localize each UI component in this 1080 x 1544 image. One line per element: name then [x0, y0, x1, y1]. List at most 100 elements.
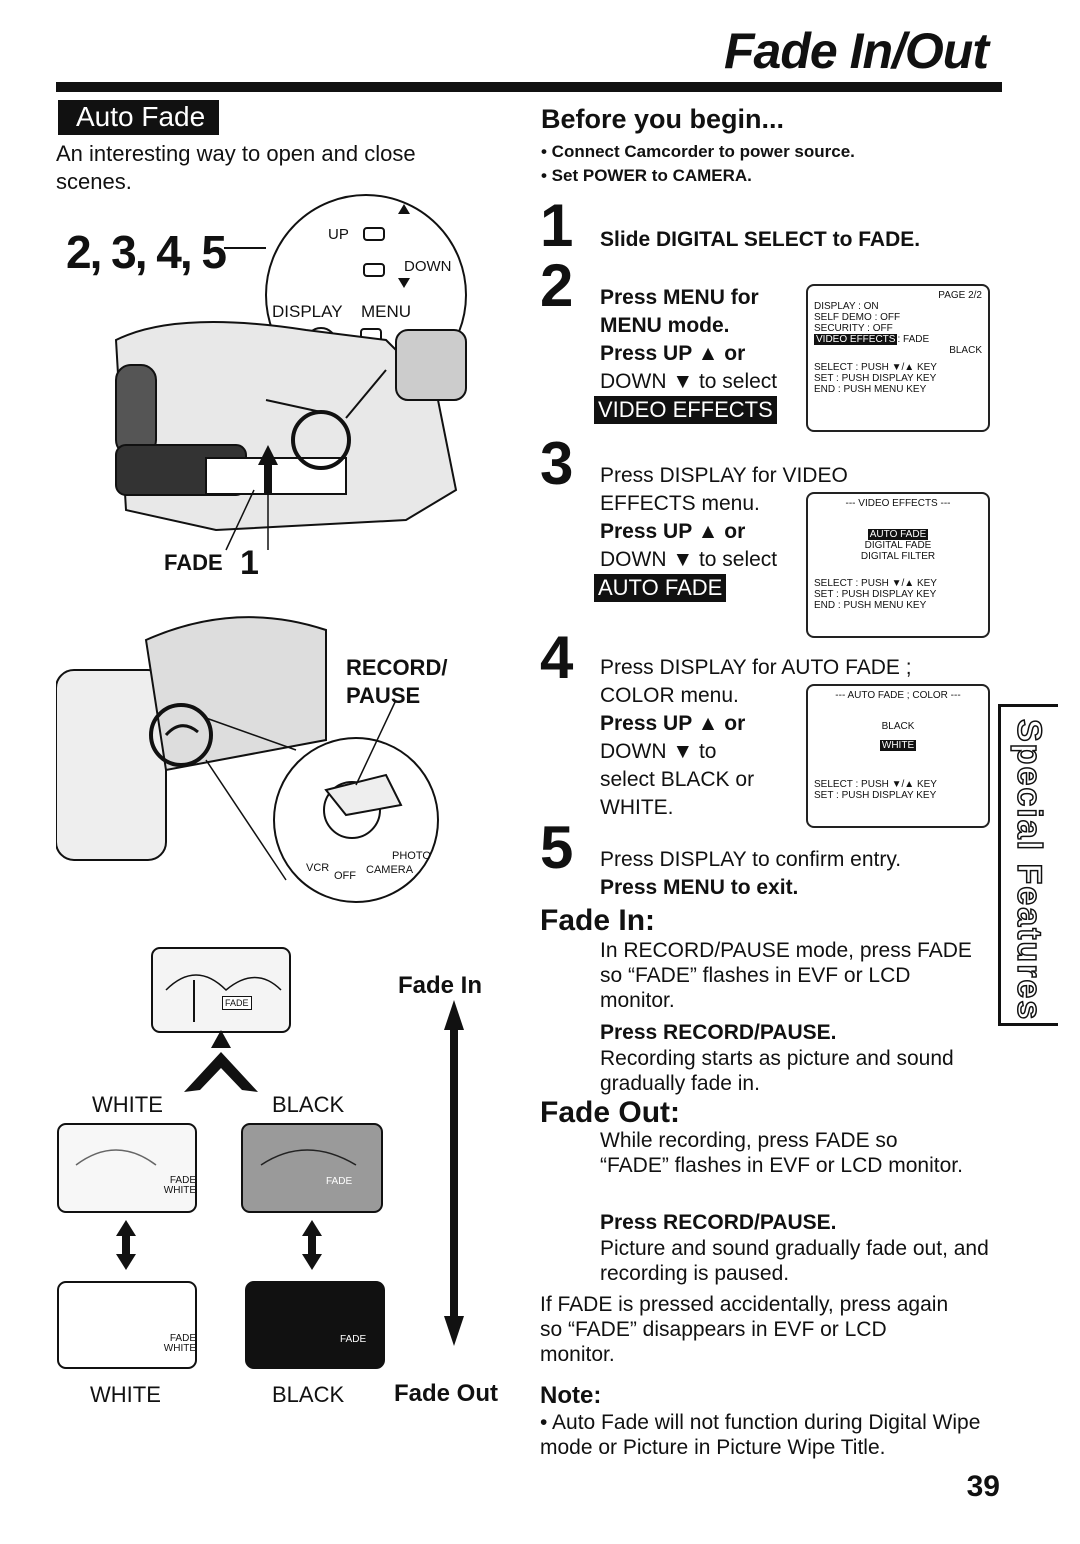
menu-screen: PAGE 2/2 DISPLAY : ON SELF DEMO : OFF SE… [806, 284, 990, 432]
menu-footer-3: END : PUSH MENU KEY [814, 384, 927, 395]
fade-in-step-1: In RECORD/PAUSE mode, press FADE so “FAD… [600, 939, 972, 1012]
step-2-number: 2 [540, 252, 574, 319]
effects-item-3: DIGITAL FILTER [860, 551, 936, 562]
step-5-text-b: Press MENU to exit. [600, 876, 799, 899]
menu-footer-2: SET : PUSH DISPLAY KEY [814, 373, 937, 384]
step-3-text-c: DOWN ▼ to select [600, 548, 778, 571]
fade-white-tag-a: FADE WHITE [163, 1175, 196, 1196]
black-label-bottom: BLACK [272, 1382, 345, 1407]
effects-footer-3: END : PUSH MENU KEY [814, 600, 927, 611]
header-rule [56, 82, 1002, 92]
color-screen: --- AUTO FADE ; COLOR --- BLACK WHITE SE… [806, 684, 990, 828]
step-2-highlight: VIDEO EFFECTS [594, 396, 777, 424]
color-item-1: BLACK [881, 721, 915, 732]
step-4-text-c: DOWN ▼ to [600, 740, 717, 763]
before-item-1: • Connect Camcorder to power source. [541, 142, 855, 161]
fade-label: FADE [164, 550, 223, 575]
record-pause-callout [149, 703, 213, 767]
menu-line-3: SECURITY : OFF [814, 323, 893, 334]
fade-out-heading: Fade Out: [540, 1096, 680, 1129]
step-1-text: Slide DIGITAL SELECT to FADE. [600, 228, 921, 251]
display-label: DISPLAY [272, 302, 343, 321]
camcorder-side-illustration [56, 616, 439, 903]
up-label: UP [328, 226, 349, 243]
scene-black-frame [241, 1123, 383, 1213]
side-tab-label: Special Features [1009, 718, 1049, 1022]
page-number: 39 [966, 1470, 1000, 1503]
fade-tag-b: FADE [326, 1176, 353, 1187]
menu-line-4b: : FADE [897, 334, 930, 345]
dial-photo: PHOTO [392, 850, 431, 862]
up-arrow-icon [398, 204, 410, 214]
step-3-highlight: AUTO FADE [594, 574, 727, 602]
fade-in-step-2: Press RECORD/PAUSE. [600, 1021, 837, 1044]
effects-footer-2: SET : PUSH DISPLAY KEY [814, 589, 937, 600]
down-arrow-icon [398, 278, 410, 288]
step-4-number: 4 [540, 624, 574, 691]
before-heading: Before you begin... [541, 104, 785, 134]
white-label-bottom: WHITE [90, 1382, 161, 1407]
color-title: --- AUTO FADE ; COLOR --- [835, 690, 961, 701]
menu-line-2: SELF DEMO : OFF [814, 312, 901, 323]
fade-tag: FADE [222, 996, 252, 1010]
effects-item-2: DIGITAL FADE [864, 540, 932, 551]
intro-text: An interesting way to open and close sce… [56, 141, 416, 194]
fade-in-step-3: Recording starts as picture and sound gr… [600, 1047, 954, 1095]
step-3-number: 3 [540, 430, 574, 497]
menu-page: PAGE 2/2 [938, 290, 982, 301]
effects-screen: --- VIDEO EFFECTS --- AUTO FADE DIGITAL … [806, 492, 990, 638]
menu-line-5: BLACK [949, 345, 982, 356]
fade-tag-d: FADE [340, 1334, 367, 1345]
dial-off: OFF [334, 870, 356, 882]
step-2-text-a: Press MENU for MENU mode. [600, 286, 759, 337]
step-1-number: 1 [540, 192, 574, 259]
step-3-text-b: Press UP ▲ or [600, 520, 746, 543]
scene-white-frame [57, 1123, 197, 1213]
dial-vcr: VCR [306, 862, 330, 874]
step-2-text-c: DOWN ▼ to select [600, 370, 778, 393]
accidental-press-note: If FADE is pressed accidentally, press a… [540, 1293, 949, 1366]
section-badge: Auto Fade [58, 100, 220, 135]
color-item-2: WHITE [879, 740, 917, 751]
white-screen-frame [57, 1281, 197, 1369]
fade-out-step-3: Picture and sound gradually fade out, an… [600, 1237, 989, 1285]
fade-white-tag-c: FADE WHITE [163, 1333, 196, 1354]
effects-footer-1: SELECT : PUSH ▼/▲ KEY [814, 578, 937, 589]
fade-out-step-1: While recording, press FADE so “FADE” fl… [600, 1129, 963, 1177]
before-item-2: • Set POWER to CAMERA. [541, 166, 752, 185]
camcorder-top-illustration [114, 194, 467, 551]
step-5-number: 5 [540, 814, 574, 881]
note-text: • Auto Fade will not function during Dig… [540, 1411, 981, 1459]
page-title: Fade In/Out [724, 23, 989, 79]
dial-camera: CAMERA [366, 864, 414, 876]
menu-line-4a: VIDEO EFFECTS [814, 334, 898, 345]
step-2-text-b: Press UP ▲ or [600, 342, 746, 365]
fade-out-label: Fade Out [394, 1380, 499, 1407]
color-footer-1: SELECT : PUSH ▼/▲ KEY [814, 779, 937, 790]
note-heading: Note: [540, 1382, 602, 1409]
branch-arrow-icon [184, 1052, 258, 1092]
fade-step-number: 1 [240, 544, 259, 582]
black-label-top: BLACK [272, 1092, 345, 1117]
color-footer-2: SET : PUSH DISPLAY KEY [814, 790, 937, 801]
down-label: DOWN [404, 258, 452, 275]
record-pause-label: RECORD/ PAUSE [346, 655, 448, 708]
step-4-text-b: Press UP ▲ or [600, 712, 746, 735]
step-3-text-a: Press DISPLAY for VIDEO EFFECTS menu. [600, 464, 848, 515]
fade-in-label: Fade In [398, 972, 483, 999]
step-numbers: 2, 3, 4, 5 [66, 226, 227, 278]
menu-footer-1: SELECT : PUSH ▼/▲ KEY [814, 362, 937, 373]
effects-item-1: AUTO FADE [867, 529, 929, 540]
effects-title: --- VIDEO EFFECTS --- [845, 498, 951, 509]
section-side-tab: Special Features [998, 704, 1058, 1026]
fade-in-heading: Fade In: [540, 904, 656, 937]
step-4-text-a: Press DISPLAY for AUTO FADE ; COLOR menu… [600, 656, 912, 707]
fade-out-step-2: Press RECORD/PAUSE. [600, 1211, 837, 1234]
black-screen-frame [245, 1281, 385, 1369]
fade-in-arrow-icon [444, 1000, 464, 1030]
white-label-top: WHITE [92, 1092, 163, 1117]
down-button-icon [363, 263, 385, 277]
scene-fade-frame [151, 947, 291, 1033]
up-button-icon [363, 227, 385, 241]
step-5-text-a: Press DISPLAY to confirm entry. [600, 848, 902, 871]
